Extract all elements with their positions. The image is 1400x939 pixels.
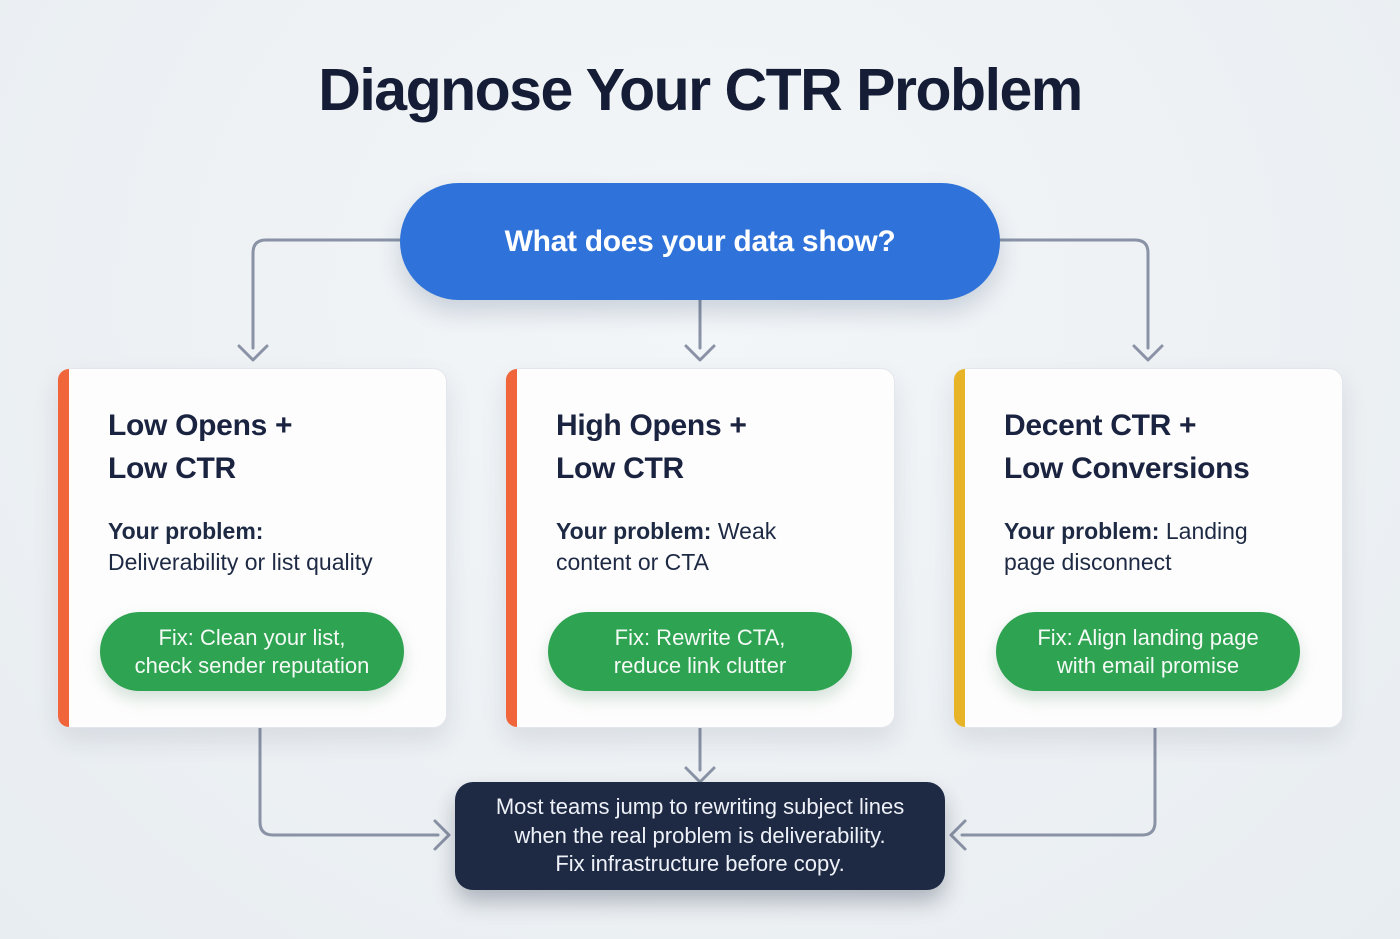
fix-label: Fix: Clean your list, check sender reput… [134,625,370,678]
problem-label: Your problem: [556,518,712,545]
card-problem: Your problem: Deliverability or list qua… [108,516,408,578]
arrow-right-icon [433,819,451,851]
arrow-down-icon [684,344,716,362]
problem-label: Your problem: [108,518,264,545]
card-title: Decent CTR + Low Conversions [1004,409,1250,485]
card-low-opens-low-ctr: Low Opens + Low CTR Your problem: Delive… [57,368,447,728]
connector-root-to-card1 [251,238,402,350]
card-high-opens-low-ctr: High Opens + Low CTR Your problem: Weak … [505,368,895,728]
fix-pill: Fix: Clean your list, check sender reput… [100,612,404,691]
problem-label: Your problem: [1004,518,1160,545]
problem-text: Deliverability or list quality [108,549,373,576]
summary-note: Most teams jump to rewriting subject lin… [455,782,945,890]
arrow-down-icon [684,766,716,784]
problem-text: Weak content or CTA [556,518,777,576]
summary-note-text: Most teams jump to rewriting subject lin… [495,794,905,877]
arrow-down-icon [1132,344,1164,362]
fix-pill: Fix: Rewrite CTA, reduce link clutter [548,612,852,691]
connector-card3-to-note [960,726,1157,837]
arrow-down-icon [237,344,269,362]
connector-root-to-card3 [998,238,1150,350]
card-decent-ctr-low-conversions: Decent CTR + Low Conversions Your proble… [953,368,1343,728]
root-question-node: What does your data show? [400,183,1000,300]
card-title: Low Opens + Low CTR [108,409,293,485]
card-problem: Your problem: Landing page disconnect [1004,516,1304,578]
card-title: High Opens + Low CTR [556,409,747,485]
fix-pill: Fix: Align landing page with email promi… [996,612,1300,691]
page-title: Diagnose Your CTR Problem [318,57,1083,123]
problem-text: Landing page disconnect [1004,518,1248,576]
card-problem: Your problem: Weak content or CTA [556,516,856,578]
arrow-left-icon [949,819,967,851]
connector-card1-to-note [258,726,440,837]
root-question-label: What does your data show? [504,224,896,258]
fix-label: Fix: Rewrite CTA, reduce link clutter [613,625,787,678]
fix-label: Fix: Align landing page with email promi… [1037,625,1259,678]
